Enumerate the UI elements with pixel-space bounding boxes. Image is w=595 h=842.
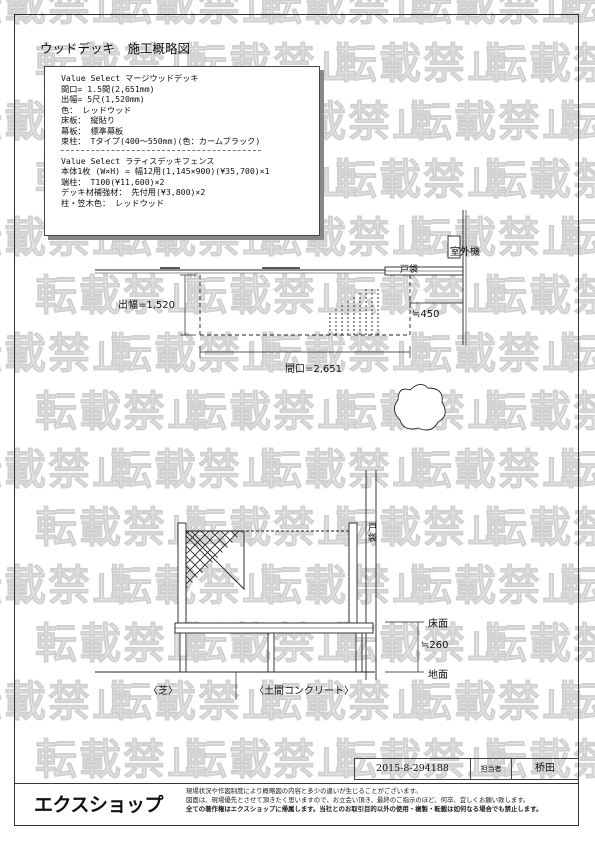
fence-spec: Value Select ラティスデッキフェンス本体1枚 (W×H) = 幅12… — [61, 156, 319, 209]
lawn-label: 〈芝〉 — [148, 686, 178, 697]
width-dimension-label: 間口=2,651 — [285, 364, 343, 375]
deck-line: 幕板： 標準幕板 — [61, 125, 124, 136]
height-dimension-label: ≒260 — [421, 640, 449, 651]
deck-line: 間口= 1.5間(2,651mm) — [61, 83, 155, 94]
door-pocket-vertical-label: 戸袋 — [368, 523, 378, 544]
page-title: ウッドデッキ 施工概略図 — [40, 41, 191, 56]
document-id-box: 2015-8-294188 担当者 桥田 — [354, 758, 579, 780]
spec-separator — [61, 149, 261, 152]
deck-spec: Value Select マージウッドデッキ間口= 1.5間(2,651mm)出… — [61, 73, 319, 147]
door-pocket-label: 戸袋 — [400, 265, 419, 275]
deck-line: 色： レッドウッド — [61, 104, 132, 115]
outdoor-unit-label: 室外機 — [450, 247, 480, 258]
deck-line: Value Select マージウッドデッキ — [61, 73, 199, 83]
footer-notice: 現場状況や作図制度により概略図の内容と多少の違いが生じることがございます。 図面… — [186, 787, 542, 814]
offset-dimension-label: ≒450 — [412, 309, 440, 320]
fence-line: 本体1枚 (W×H) = 幅12用(1,145×900)(¥35,700)×1 — [61, 166, 270, 176]
ground-label: 地面 — [428, 670, 448, 681]
deck-line: 出幅= 5尺(1,520mm) — [61, 94, 145, 104]
fence-line: 柱・笠木色： レッドウッド — [61, 197, 165, 208]
concrete-label: 〈土間コンクリート〉 — [254, 686, 354, 697]
deck-line: 束柱： Tタイプ(400～550mm)(色：カームブラック) — [61, 136, 261, 146]
company-logo: エクスショップ — [34, 794, 163, 816]
page-frame — [14, 14, 579, 826]
fence-line: Value Select ラティスデッキフェンス — [61, 155, 215, 166]
notice-line-2: 図面は、現場優先とさせて頂きたく思いますので、お立会い頂き、最終のご指示のほど、… — [186, 796, 530, 804]
plan-view — [95, 210, 467, 431]
fence-line: デッキ材補強材： 先付用(¥3,800)×2 — [61, 187, 206, 197]
fence-line: 端柱： T100(¥11,600)×2 — [61, 176, 165, 187]
notice-line-1: 現場状況や作図制度により概略図の内容と多少の違いが生じることがございます。 — [186, 787, 422, 795]
staff-label: 担当者 — [471, 759, 512, 779]
elevation-view — [95, 470, 424, 700]
footer-bar — [14, 783, 579, 826]
spec-box: Value Select マージウッドデッキ間口= 1.5間(2,651mm)出… — [44, 66, 320, 236]
depth-dimension-label: 出幅=1,520 — [118, 300, 176, 311]
document-number: 2015-8-294188 — [355, 759, 471, 779]
staff-name: 桥田 — [535, 763, 555, 774]
floor-label: 床面 — [428, 619, 448, 630]
deck-line: 床板： 縦貼り — [61, 115, 116, 125]
notice-line-3: 全ての著作権はエクスショップに帰属します。当社とのお取引目的以外の使用・複製・転… — [186, 805, 543, 813]
